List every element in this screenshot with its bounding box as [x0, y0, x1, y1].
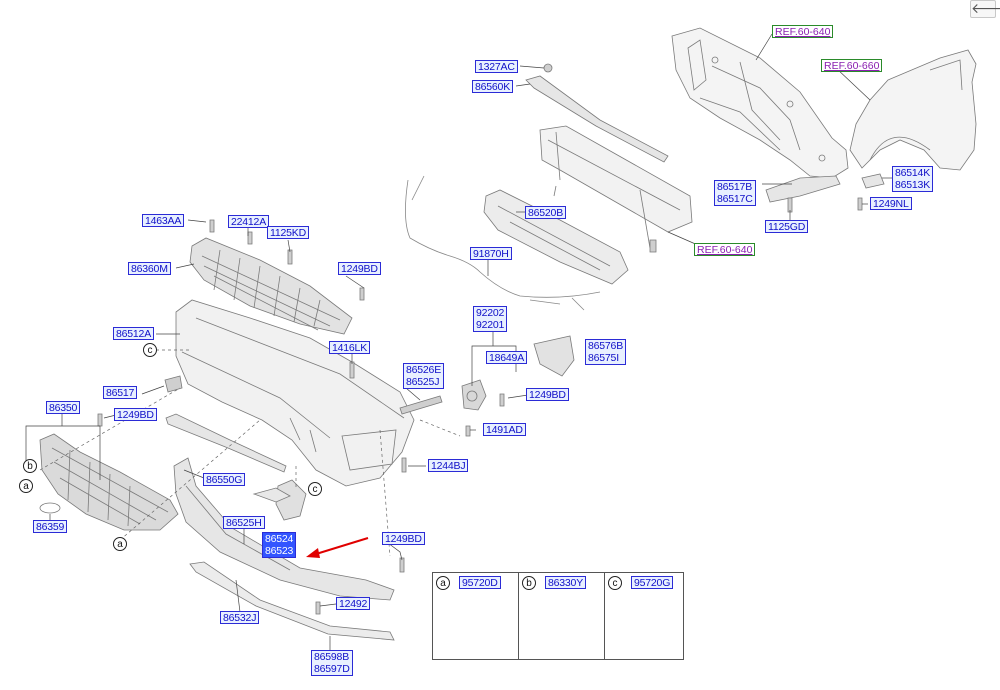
part-label-12492[interactable]: 12492 [336, 597, 371, 610]
part-label-1125KD[interactable]: 1125KD [267, 226, 309, 239]
legend-cell-b: b 86330Y [519, 573, 605, 659]
part-label-1491AD[interactable]: 1491AD [483, 423, 526, 436]
legend-part-95720D[interactable]: 95720D [459, 576, 501, 589]
legend-cell-a: a 95720D [433, 573, 519, 659]
part-label-86598B-86597D[interactable]: 86598B 86597D [311, 650, 353, 676]
legend-part-95720G[interactable]: 95720G [631, 576, 674, 589]
camera-bracket [461, 379, 487, 411]
front-emblem [39, 502, 61, 514]
part-label-86550G[interactable]: 86550G [203, 473, 246, 486]
part-label-1249BD-left[interactable]: 1249BD [114, 408, 157, 421]
arrow-left-icon: 🡐 [971, 0, 1000, 16]
part-label-18649A[interactable]: 18649A [486, 351, 528, 364]
part-label-86359[interactable]: 86359 [33, 520, 68, 533]
part-label-1463AA[interactable]: 1463AA [142, 214, 185, 227]
part-label-86532J[interactable]: 86532J [220, 611, 260, 624]
callout-b-grille: b [23, 459, 37, 473]
part-label-91870H[interactable]: 91870H [470, 247, 512, 260]
back-button[interactable]: 🡐 [970, 0, 1000, 18]
part-label-1125GD[interactable]: 1125GD [765, 220, 809, 233]
part-label-1244BJ[interactable]: 1244BJ [428, 459, 469, 472]
fender [849, 49, 977, 171]
legend-part-86330Y[interactable]: 86330Y [545, 576, 587, 589]
side-cover [275, 479, 307, 521]
part-label-92202-92201[interactable]: 92202 92201 [473, 306, 508, 332]
legend-letter-c: c [608, 576, 622, 590]
part-label-86350[interactable]: 86350 [46, 401, 81, 414]
callout-a-lower: a [113, 537, 127, 551]
air-guard [533, 335, 575, 377]
legend-table: a 95720D b 86330Y c 95720G [432, 572, 684, 660]
energy-absorber [483, 189, 629, 285]
callout-c-bumper: c [143, 343, 157, 357]
part-label-86512A[interactable]: 86512A [113, 327, 155, 340]
legend-letter-a: a [436, 576, 450, 590]
lower-strip [165, 413, 287, 473]
callout-a-grille: a [19, 479, 33, 493]
red-pointer-arrow [306, 537, 369, 558]
part-label-22412A[interactable]: 22412A [228, 215, 270, 228]
wiring-harness [405, 175, 601, 311]
reinforcement-bar [539, 125, 693, 249]
skid-plate [173, 457, 395, 601]
ref-60-640-top[interactable]: REF.60-640 [772, 25, 834, 38]
part-label-86576B-86575I[interactable]: 86576B 86575I [585, 339, 627, 365]
ref-60-640-mid[interactable]: REF.60-640 [694, 243, 756, 256]
legend-cell-c: c 95720G [605, 573, 683, 659]
legend-letter-b: b [522, 576, 536, 590]
part-label-86525H[interactable]: 86525H [223, 516, 265, 529]
part-label-86524-86523[interactable]: 86524 86523 [262, 532, 297, 558]
side-bracket [765, 175, 841, 203]
callout-c-lower: c [308, 482, 322, 496]
part-label-86360M[interactable]: 86360M [128, 262, 171, 275]
part-label-86517[interactable]: 86517 [103, 386, 138, 399]
part-label-1249BD-lower[interactable]: 1249BD [382, 532, 425, 545]
part-label-1249NL[interactable]: 1249NL [870, 197, 912, 210]
ref-60-660[interactable]: REF.60-660 [821, 59, 883, 72]
part-label-86520B[interactable]: 86520B [525, 206, 567, 219]
part-label-86514K-86513K[interactable]: 86514K 86513K [892, 166, 934, 192]
radiator-grille [189, 237, 353, 335]
radiator-support-frame [671, 27, 849, 179]
bumper-lip [189, 561, 395, 641]
part-label-1327AC[interactable]: 1327AC [475, 60, 518, 73]
front-bumper-cover [175, 299, 415, 487]
part-label-86526E-86525J[interactable]: 86526E 86525J [403, 363, 445, 389]
part-label-1416LK[interactable]: 1416LK [329, 341, 371, 354]
part-label-86517B-86517C[interactable]: 86517B 86517C [714, 180, 756, 206]
part-label-1249BD-upper[interactable]: 1249BD [338, 262, 381, 275]
part-label-1249BD-mid[interactable]: 1249BD [526, 388, 569, 401]
upper-strip [525, 75, 669, 163]
part-label-86560K[interactable]: 86560K [472, 80, 514, 93]
front-grille [39, 433, 179, 531]
